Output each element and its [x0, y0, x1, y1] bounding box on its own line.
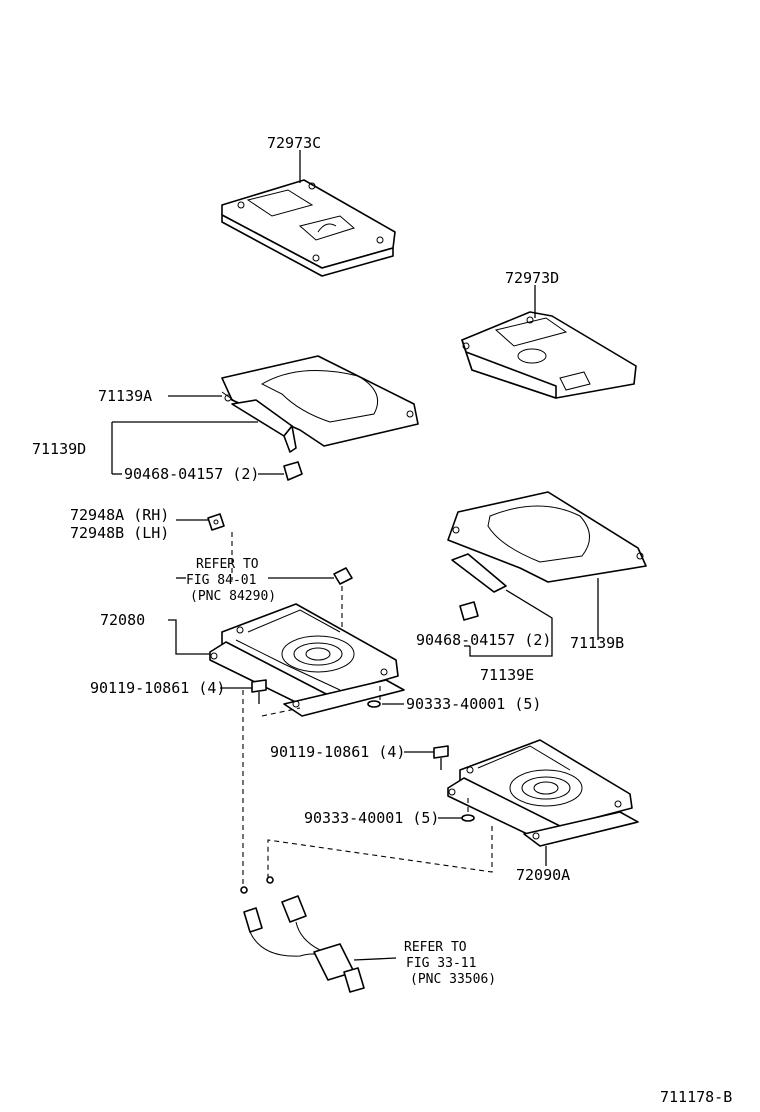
dashed-connection [267, 826, 493, 878]
bolt-right [404, 745, 449, 770]
refer-84-line1: REFER TO [196, 557, 259, 572]
label-72948a: 72948A (RH) [70, 506, 169, 524]
label-71139e: 71139E [480, 666, 534, 684]
label-72973c: 72973C [267, 134, 321, 152]
refer-84-line2: FIG 84-01 [186, 573, 256, 588]
label-bolt-left: 90119-10861 (4) [90, 679, 225, 697]
bracket-71139e [451, 553, 553, 657]
seat-track-72080 [168, 603, 405, 717]
seat-cover-72973d [461, 285, 637, 399]
label-72080: 72080 [100, 611, 145, 629]
label-72948b: 72948B (LH) [70, 524, 169, 542]
hook-72948 [176, 513, 233, 580]
seat-cover-72973c [221, 150, 396, 277]
refer-33-line3: (PNC 33506) [410, 972, 496, 987]
seat-track-72090a [447, 739, 639, 866]
label-71139d: 71139D [32, 440, 86, 458]
label-71139b: 71139B [570, 634, 624, 652]
wire-harness [240, 876, 397, 993]
washer-right [438, 798, 475, 822]
washer-left [367, 686, 404, 708]
label-71139a: 71139A [98, 387, 152, 405]
latch-part [333, 567, 353, 585]
figure-id: 711178-B [660, 1088, 732, 1106]
refer-84-line3: (PNC 84290) [190, 589, 276, 604]
side-cover-71139b [447, 491, 647, 640]
refer-33-line2: FIG 33-11 [406, 956, 476, 971]
bracket-71139d [111, 399, 303, 481]
label-clip-right: 90468-04157 (2) [416, 631, 551, 649]
refer-33-line1: REFER TO [404, 940, 467, 955]
label-washer-left: 90333-40001 (5) [406, 695, 541, 713]
label-washer-right: 90333-40001 (5) [304, 809, 439, 827]
label-72090a: 72090A [516, 866, 570, 884]
label-bolt-right: 90119-10861 (4) [270, 743, 405, 761]
label-clip-upper: 90468-04157 (2) [124, 465, 259, 483]
bolt-left [220, 679, 301, 888]
label-72973d: 72973D [505, 269, 559, 287]
